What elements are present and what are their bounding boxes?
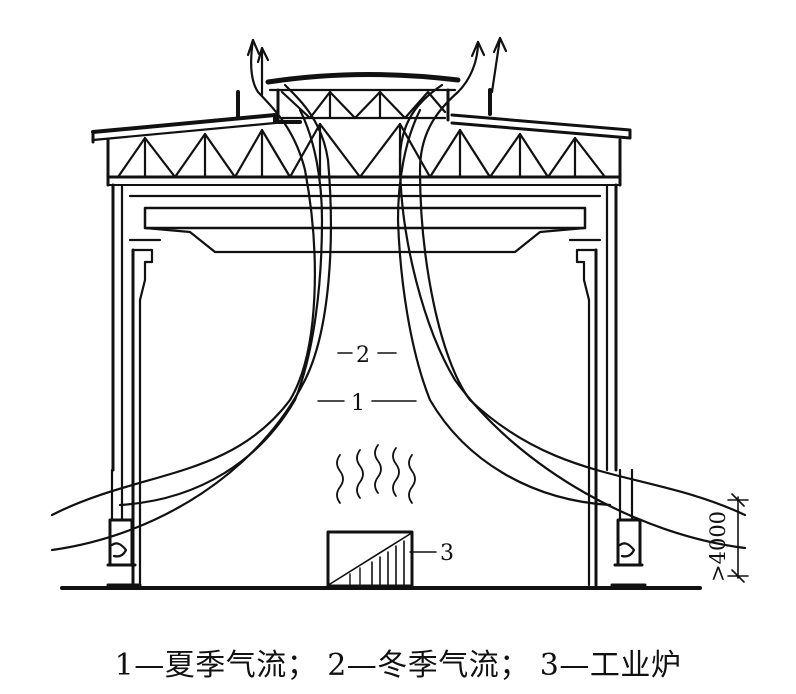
ventilation-section-diagram: 2 2 1 1 3 >4000 (50, 36, 749, 590)
roof-truss (106, 122, 622, 187)
caption-item-furnace: 3—工业炉 (539, 648, 682, 683)
label-dimension: >4000 (706, 511, 730, 582)
label-summer-flow-left: 1 (351, 391, 365, 416)
caption-item-summer: 1—夏季气流； (114, 648, 318, 683)
winter-airflow-lines (118, 108, 612, 507)
dimension-line (727, 493, 749, 583)
figure-caption: 1—夏季气流； 2—冬季气流； 3—工业炉 (0, 640, 796, 684)
outflow-arrows (246, 36, 508, 97)
crane-beam (128, 194, 602, 254)
leader-lines (317, 352, 437, 553)
caption-item-winter: 2—冬季气流； (327, 648, 530, 683)
right-wall (568, 183, 647, 587)
heat-waves (336, 444, 416, 504)
left-wall (106, 183, 162, 587)
label-winter-flow-left: 2 (356, 343, 370, 368)
summer-airflow-lines (50, 38, 747, 552)
industrial-furnace (326, 530, 414, 588)
roof-slab (91, 113, 632, 144)
roof-monitor (236, 71, 492, 122)
label-furnace: 3 (440, 541, 454, 566)
